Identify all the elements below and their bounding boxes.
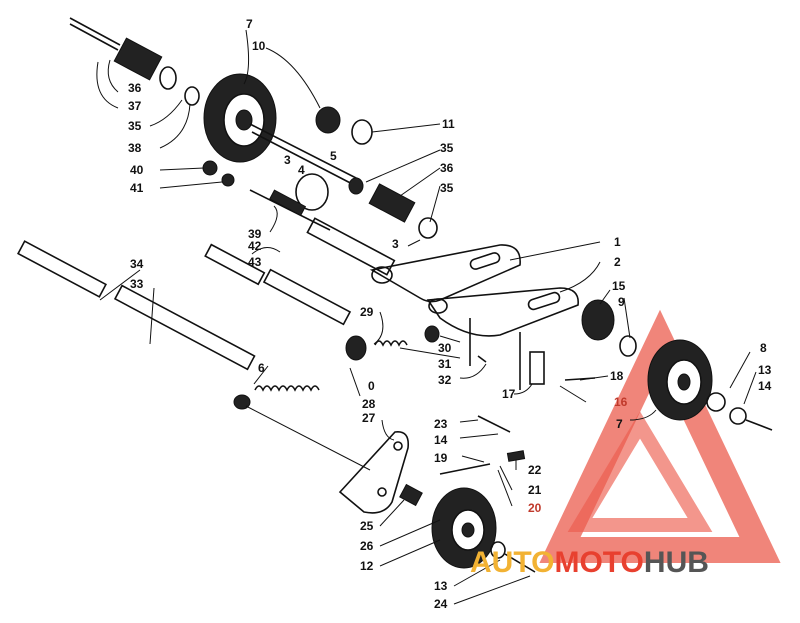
long-shafts — [17, 240, 352, 371]
part-label-7-upper: 7 — [246, 17, 253, 31]
svg-text:AUTOMOTOHUB: AUTOMOTOHUB — [470, 546, 709, 579]
right-wheel-assembly — [529, 299, 773, 431]
part-label-18: 18 — [610, 369, 624, 383]
arm-brackets — [369, 244, 579, 390]
part-label-27: 27 — [362, 411, 376, 425]
watermark-logo — [539, 309, 781, 563]
part-label-42: 42 — [248, 239, 262, 253]
part-label-5: 5 — [330, 149, 337, 163]
part-label-14-lower: 14 — [434, 433, 448, 447]
part-label-28: 28 — [362, 397, 376, 411]
part-label-36-upper: 36 — [128, 81, 142, 95]
leader-lines — [96, 29, 757, 605]
part-label-9: 9 — [618, 295, 625, 309]
part-label-35-right-lower: 35 — [440, 181, 454, 195]
part-label-16: 16 — [614, 395, 628, 409]
part-label-3-lower: 3 — [392, 237, 399, 251]
part-label-35-right-upper: 35 — [440, 141, 454, 155]
part-label-26: 26 — [360, 539, 374, 553]
part-label-41: 41 — [130, 181, 144, 195]
watermark-moto: MOTO — [554, 546, 643, 579]
watermark-text: AUTOMOTOHUB — [470, 546, 709, 579]
part-label-31: 31 — [438, 357, 452, 371]
part-label-7-lower: 7 — [616, 417, 623, 431]
part-label-38: 38 — [128, 141, 142, 155]
part-label-14-right: 14 — [758, 379, 772, 393]
part-label-22: 22 — [528, 463, 542, 477]
part-label-6: 6 — [258, 361, 265, 375]
part-label-33: 33 — [130, 277, 144, 291]
part-label-13-right: 13 — [758, 363, 772, 377]
part-label-0: 0 — [368, 379, 375, 393]
part-label-11: 11 — [442, 117, 455, 131]
part-label-43: 43 — [248, 255, 262, 269]
part-label-19: 19 — [434, 451, 448, 465]
part-label-25: 25 — [360, 519, 374, 533]
lower-wheel-assembly — [338, 415, 536, 573]
part-label-3-upper: 3 — [284, 153, 291, 167]
part-label-21: 21 — [528, 483, 542, 497]
part-label-32: 32 — [438, 373, 452, 387]
part-label-30: 30 — [438, 341, 452, 355]
part-label-8: 8 — [760, 341, 767, 355]
part-label-2: 2 — [614, 255, 621, 269]
part-label-34: 34 — [130, 257, 144, 271]
part-label-13-lower: 13 — [434, 579, 448, 593]
part-label-1: 1 — [614, 235, 621, 249]
spring-assembly — [233, 325, 487, 471]
upper-shaft-assembly — [69, 17, 438, 276]
part-label-17: 17 — [502, 387, 516, 401]
part-label-35-upper-left: 35 — [128, 119, 142, 133]
part-label-24: 24 — [434, 597, 448, 611]
part-label-36-right: 36 — [440, 161, 454, 175]
part-label-37: 37 — [128, 99, 142, 113]
part-label-40: 40 — [130, 163, 144, 177]
part-label-15: 15 — [612, 279, 626, 293]
part-label-10: 10 — [252, 39, 266, 53]
part-label-29: 29 — [360, 305, 374, 319]
part-label-12: 12 — [360, 559, 374, 573]
part-label-20: 20 — [528, 501, 542, 515]
part-label-39: 39 — [248, 227, 262, 241]
part-label-4: 4 — [298, 163, 305, 177]
part-labels: 7 10 36 37 35 38 11 3 4 5 35 36 35 40 41… — [128, 17, 772, 611]
watermark-hub: HUB — [644, 546, 709, 579]
part-label-23: 23 — [434, 417, 448, 431]
watermark-auto: AUTO — [470, 546, 554, 579]
